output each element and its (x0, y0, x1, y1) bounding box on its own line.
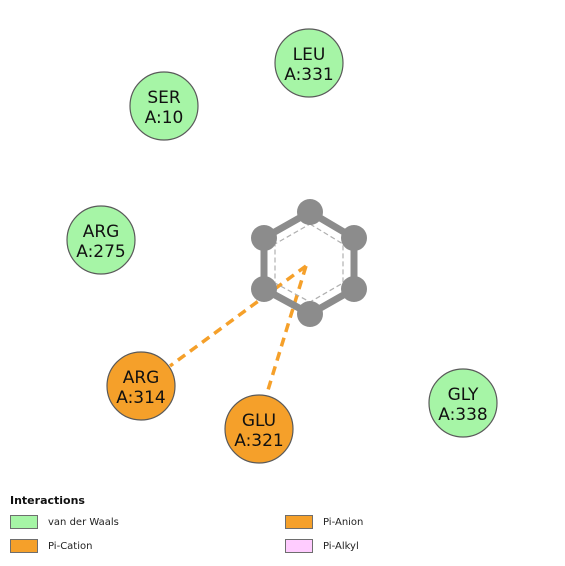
residue-disc (274, 28, 344, 98)
aromatic-ring-dashes (274, 223, 344, 303)
residue-arg314: ARG A:314 (106, 351, 176, 421)
interactions-legend: Interactions van der Waals Pi-Cation Pi-… (10, 494, 555, 560)
residue-disc (106, 351, 176, 421)
residue-name: ARG (123, 368, 160, 388)
ring-bonds (260, 208, 358, 318)
residue-disc (428, 368, 498, 438)
legend-swatch (10, 515, 38, 529)
residue-disc (129, 71, 199, 141)
legend-item-pi-cation: Pi-Cation (10, 537, 92, 555)
legend-label: Pi-Alkyl (323, 540, 359, 552)
residue-position: A:321 (234, 431, 284, 451)
residue-glu321: GLU A:321 (224, 394, 294, 464)
residue-disc (224, 394, 294, 464)
residue-name: ARG (83, 222, 120, 242)
legend-item-pi-alkyl: Pi-Alkyl (285, 537, 359, 555)
residue-position: A:338 (438, 405, 488, 425)
residue-name: LEU (293, 45, 326, 65)
pi-anion-bond-line (266, 265, 308, 391)
pi-cation-bond-line (168, 264, 308, 368)
residue-position: A:331 (284, 65, 334, 85)
legend-swatch (285, 539, 313, 553)
residue-name: GLY (448, 385, 479, 405)
legend-label: Pi-Cation (48, 540, 93, 552)
residue-arg275: ARG A:275 (66, 205, 136, 275)
legend-label: Pi-Anion (323, 516, 364, 528)
legend-swatch (10, 539, 38, 553)
legend-label: van der Waals (48, 516, 119, 528)
interaction-diagram: LEU A:331 SER A:10 ARG A:275 ARG A:314 G… (66, 28, 498, 464)
carbon-atom (251, 225, 277, 251)
residue-position: A:314 (116, 388, 166, 408)
residue-disc (66, 205, 136, 275)
benzene-ring (251, 199, 367, 327)
residue-name: GLU (242, 411, 276, 431)
legend-item-pi-anion: Pi-Anion (285, 513, 363, 531)
residue-leu331: LEU A:331 (274, 28, 344, 98)
carbon-atom (341, 225, 367, 251)
carbon-atom (251, 276, 277, 302)
residue-position: A:10 (145, 108, 184, 128)
carbon-atom (297, 301, 323, 327)
legend-title: Interactions (10, 494, 85, 507)
residue-name: SER (147, 88, 181, 108)
legend-item-van-der-waals: van der Waals (10, 513, 119, 531)
residue-gly338: GLY A:338 (428, 368, 498, 438)
residue-position: A:275 (76, 242, 126, 262)
residue-ser10: SER A:10 (129, 71, 199, 141)
carbon-atom (341, 276, 367, 302)
ring-atoms (251, 199, 367, 327)
carbon-atom (297, 199, 323, 225)
legend-swatch (285, 515, 313, 529)
